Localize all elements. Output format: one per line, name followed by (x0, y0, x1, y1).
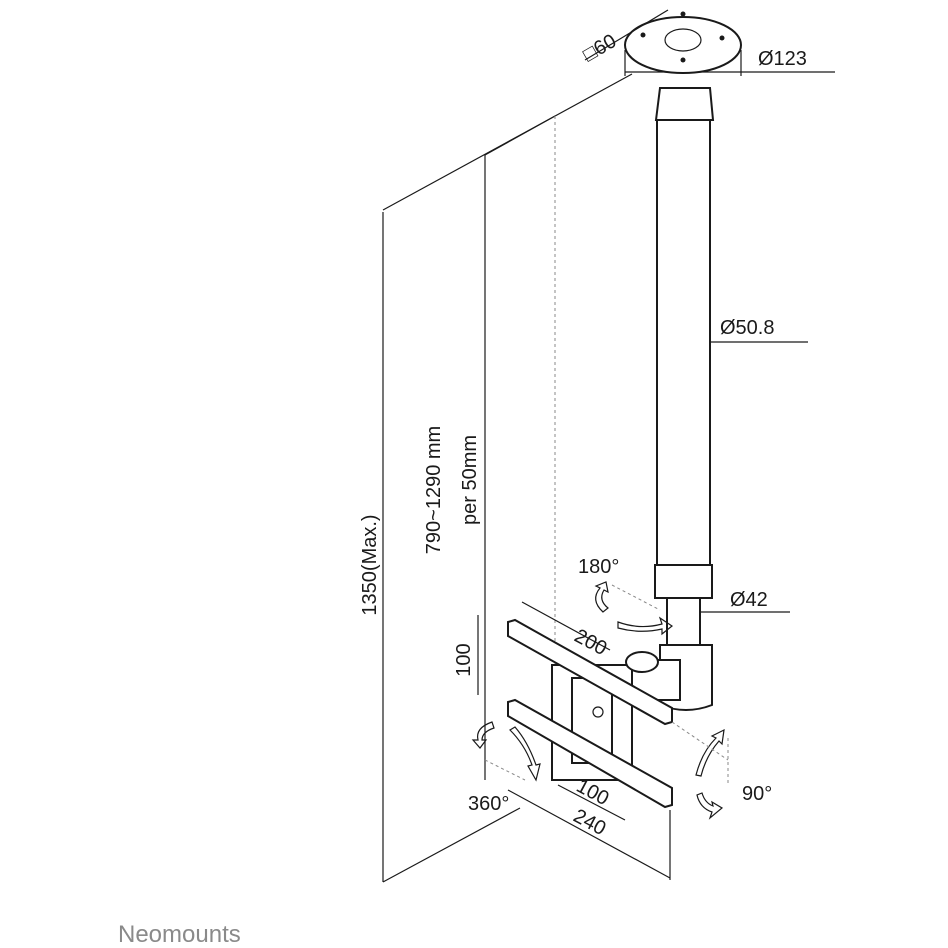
vesa-width-outer-label: 240 (570, 805, 610, 840)
rotate-arrow-icon (471, 721, 495, 749)
inner-pole-diameter-label: Ø42 (730, 589, 768, 611)
pole (654, 87, 715, 711)
tilt-label: 90° (742, 783, 772, 805)
pole-diameter-label: Ø50.8 (720, 317, 774, 339)
plate-diameter-label: Ø123 (758, 48, 807, 70)
tilt-arrow-icon (695, 728, 725, 777)
adjust-step-label: per 50mm (459, 435, 481, 525)
ceiling-plate (584, 9, 742, 74)
rotate-arrow-icon (509, 726, 541, 782)
total-height-label: 1350(Max.) (359, 514, 381, 615)
rotate-label: 360° (468, 793, 509, 815)
swivel-arrow-icon (594, 581, 609, 613)
adjust-range-label: 790~1290 mm (423, 426, 445, 554)
vesa-bracket (507, 618, 681, 809)
swivel-label: 180° (578, 556, 619, 578)
plate-square-label: □60 (580, 30, 621, 66)
rotation-arrows (471, 581, 729, 820)
swivel-arrow-icon (617, 616, 674, 636)
vesa-height-label: 100 (453, 643, 475, 676)
tilt-arrow-icon (696, 792, 724, 820)
brand-logo: Neomounts (118, 921, 241, 948)
